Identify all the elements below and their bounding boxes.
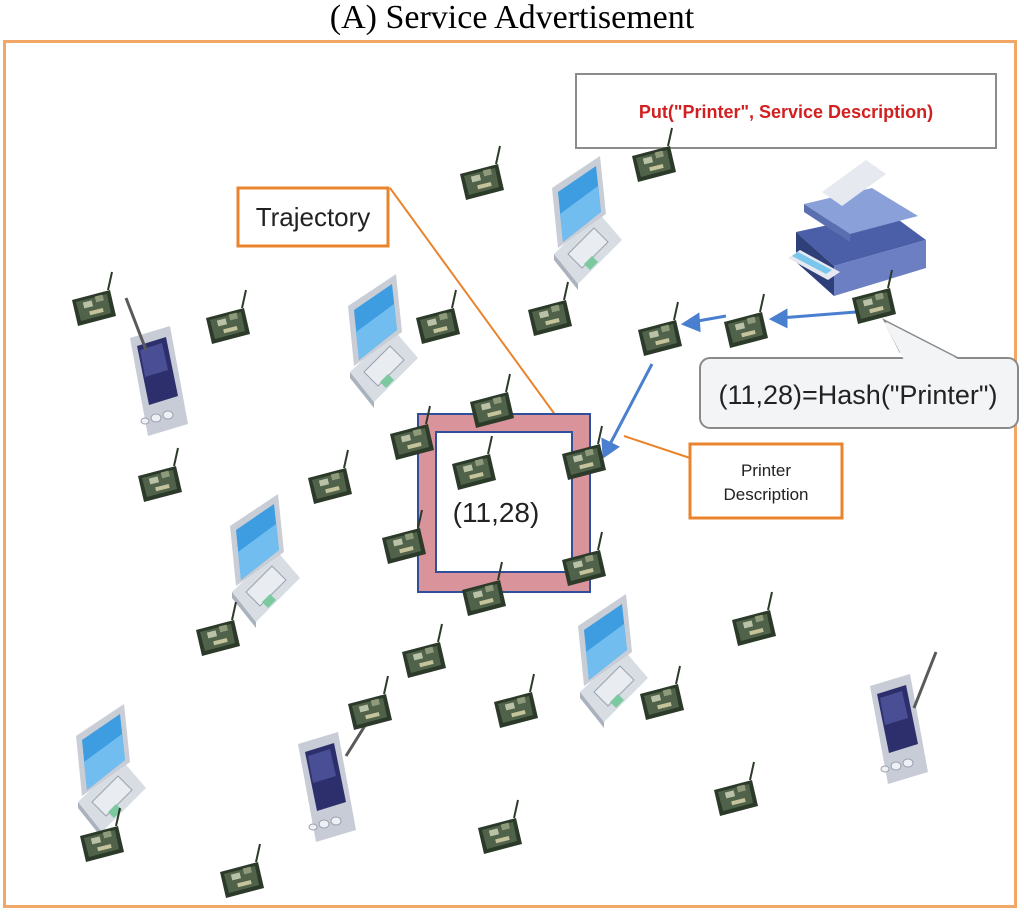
sensor-node-icon bbox=[347, 675, 393, 731]
sensor-node-icon bbox=[459, 145, 505, 201]
laptop-icon bbox=[229, 493, 301, 629]
put-call-box: Put("Printer", Service Description) bbox=[575, 73, 997, 149]
trajectory-callout: Trajectory bbox=[236, 186, 557, 417]
pda-icon bbox=[129, 325, 189, 437]
forwarding-arrows bbox=[601, 308, 857, 459]
sensor-node-icon bbox=[71, 271, 117, 327]
sensor-node-icon bbox=[205, 289, 251, 345]
stylus-icon bbox=[344, 723, 368, 757]
sensor-node-icon bbox=[415, 289, 461, 345]
sensor-node-icon bbox=[713, 761, 759, 817]
stylus-icon bbox=[124, 297, 148, 351]
sensor-node-icon bbox=[219, 843, 265, 899]
sensor-node-icon bbox=[527, 281, 573, 337]
target-region: (11,28) bbox=[417, 413, 591, 593]
sensor-node-icon bbox=[639, 665, 685, 721]
stylus-icon bbox=[912, 651, 938, 709]
hash-callout: (11,28)=Hash("Printer") bbox=[699, 318, 1019, 429]
printer-description-line1: Printer bbox=[741, 461, 791, 480]
laptop-icon bbox=[75, 703, 147, 839]
coordinate-label: (11,28) bbox=[453, 497, 540, 528]
laptop-icon bbox=[577, 593, 649, 729]
diagram-frame bbox=[3, 40, 1017, 908]
put-call-label: Put("Printer", Service Description) bbox=[639, 102, 933, 122]
printer-description-line2: Description bbox=[723, 485, 808, 504]
sensor-node-icon bbox=[493, 673, 539, 729]
pda-icon bbox=[297, 731, 357, 843]
trajectory-label: Trajectory bbox=[256, 202, 371, 232]
figure-title: (A) Service Advertisement bbox=[329, 0, 695, 36]
sensor-node-icon bbox=[731, 591, 777, 647]
sensor-node-icon bbox=[477, 799, 523, 855]
sensor-node-icon bbox=[307, 449, 353, 505]
sensor-node-icon bbox=[401, 623, 447, 679]
sensor-node-icon bbox=[637, 301, 683, 357]
hash-call-label: (11,28)=Hash("Printer") bbox=[718, 380, 997, 410]
laptop-icon bbox=[347, 273, 419, 409]
sensor-node-icon bbox=[195, 601, 241, 657]
printer-icon bbox=[788, 160, 926, 296]
sensor-node-icon bbox=[137, 447, 183, 503]
laptop-icon bbox=[551, 155, 623, 291]
sensor-node-icon bbox=[723, 293, 769, 349]
printer-description-callout: Printer Description bbox=[623, 435, 844, 520]
